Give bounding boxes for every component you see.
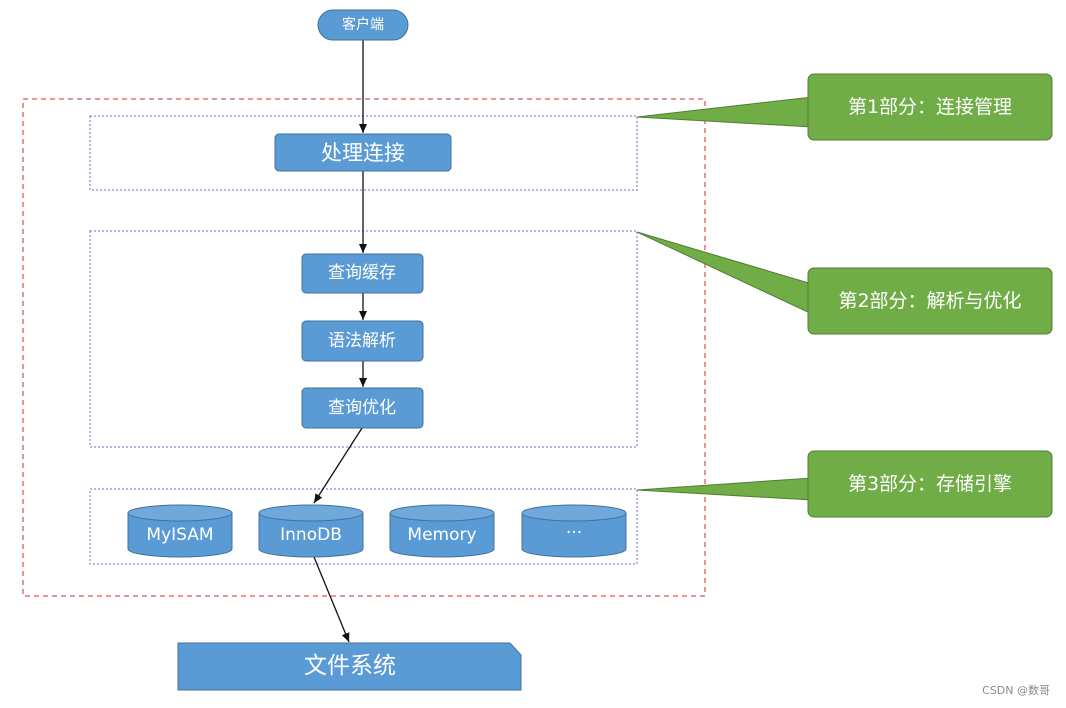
callout-3-label: 第3部分：存储引擎	[848, 473, 1012, 495]
engine-innodb-label: InnoDB	[280, 525, 342, 545]
callout-1-box	[807, 73, 1053, 141]
engine-myisam-label: MyISAM	[146, 525, 213, 545]
engine-more-label: ···	[566, 523, 582, 543]
engine-more: ···	[521, 504, 627, 558]
engine-memory-label: Memory	[407, 525, 476, 545]
callout-3-tail	[636, 477, 813, 501]
query-optimize-label: 查询优化	[328, 398, 396, 418]
query-optimize-node	[301, 387, 424, 429]
file-system-label: 文件系统	[304, 653, 396, 679]
watermark: CSDN @数哥	[982, 684, 1050, 697]
file-system-node	[177, 642, 522, 691]
server-boundary	[22, 98, 706, 597]
engine-innodb: InnoDB	[258, 504, 364, 558]
callout-2-box	[807, 267, 1053, 335]
connection-node	[274, 133, 452, 172]
query-cache-node	[301, 253, 424, 294]
syntax-parse-node	[301, 320, 424, 362]
callout-1-tail	[636, 96, 813, 128]
client-node	[317, 9, 409, 41]
engine-memory: Memory	[389, 504, 495, 558]
callout-3-box	[807, 450, 1053, 518]
arrow-innodb-to-filesystem	[313, 556, 350, 643]
engine-myisam: MyISAM	[127, 504, 233, 558]
client-label: 客户端	[342, 16, 384, 33]
query-cache-label: 查询缓存	[328, 263, 396, 283]
arrow-optimize-to-innodb	[313, 427, 363, 504]
connection-label: 处理连接	[321, 141, 405, 165]
storage-section	[89, 488, 638, 565]
syntax-parse-label: 语法解析	[328, 331, 396, 351]
callout-2-tail	[636, 231, 813, 315]
callout-2-label: 第2部分：解析与优化	[838, 290, 1021, 312]
callout-1-label: 第1部分：连接管理	[848, 96, 1012, 118]
